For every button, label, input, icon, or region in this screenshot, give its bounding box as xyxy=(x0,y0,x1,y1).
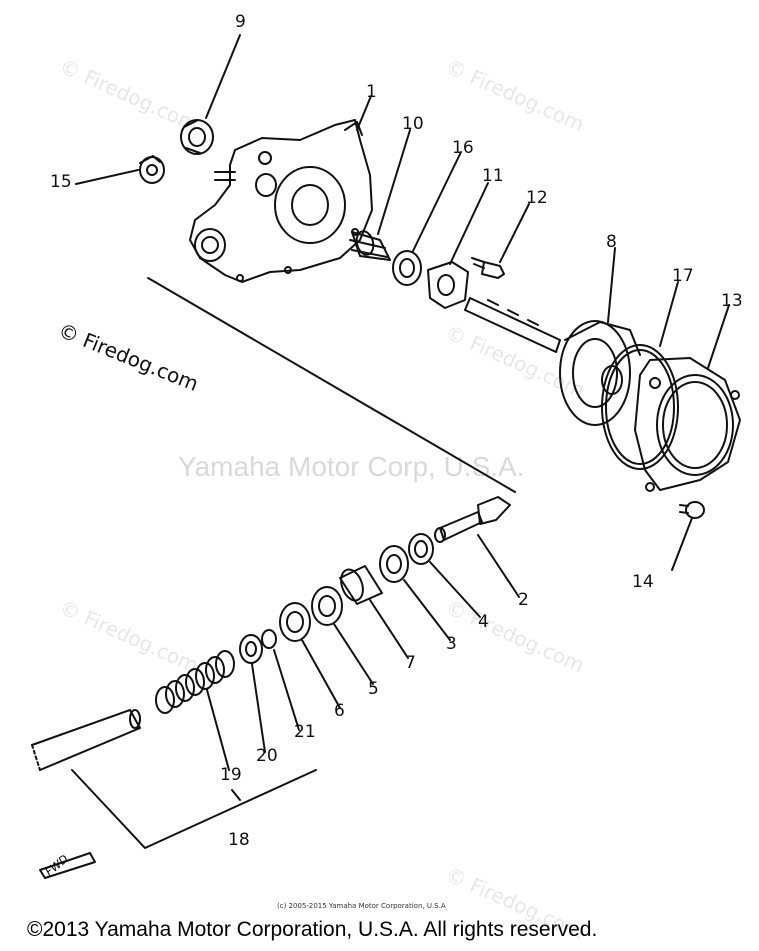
leader-9 xyxy=(205,34,241,119)
leader-1 xyxy=(356,95,372,131)
leader-8 xyxy=(607,247,616,323)
part-6-bearing xyxy=(279,602,311,642)
leader-13 xyxy=(707,304,730,369)
part-9-seal xyxy=(180,119,214,155)
leader-3 xyxy=(403,579,451,641)
leader-6 xyxy=(301,639,341,709)
leader-19 xyxy=(206,689,230,771)
part-17-gasket xyxy=(601,344,679,470)
part-7-bushing xyxy=(339,565,383,605)
callout-3: 3 xyxy=(446,634,457,654)
part-15-collar xyxy=(139,155,165,184)
leader-10 xyxy=(377,129,411,235)
assembly-bracket-line xyxy=(154,281,516,493)
callout-10: 10 xyxy=(402,114,424,134)
assembly-bracket-18 xyxy=(71,769,317,849)
part-3-bearing xyxy=(379,545,409,583)
part-11-plate xyxy=(427,261,469,309)
leader-21 xyxy=(273,649,300,731)
fwd-arrow xyxy=(39,852,96,879)
leader-4 xyxy=(429,561,481,618)
part-1-housing xyxy=(189,119,373,283)
leader-5 xyxy=(333,623,374,685)
callout-2: 2 xyxy=(518,590,529,610)
leader-14 xyxy=(671,517,693,571)
callout-5: 5 xyxy=(368,679,379,699)
callout-15: 15 xyxy=(50,172,72,192)
callout-12: 12 xyxy=(526,188,548,208)
leader-17 xyxy=(659,281,679,347)
part-19-spring xyxy=(155,650,235,714)
leader-2 xyxy=(477,534,520,598)
leader-15 xyxy=(75,169,139,185)
part-8-gear-shaft xyxy=(464,297,641,426)
leader-20 xyxy=(251,663,266,753)
callout-14: 14 xyxy=(632,572,654,592)
drive-shaft xyxy=(31,709,141,771)
part-14-screw xyxy=(679,501,705,519)
part-4-washer xyxy=(408,533,434,565)
callout-21: 21 xyxy=(294,722,316,742)
part-2-drive-gear xyxy=(434,496,511,543)
callout-18: 18 xyxy=(228,830,250,850)
callout-11: 11 xyxy=(482,166,504,186)
leader-12 xyxy=(499,203,530,263)
callout-1: 1 xyxy=(366,82,377,102)
part-21-clip xyxy=(261,629,277,649)
callout-8: 8 xyxy=(606,232,617,252)
leader-11 xyxy=(449,182,489,265)
part-12-screw xyxy=(471,257,505,279)
callout-4: 4 xyxy=(478,612,489,632)
callout-6: 6 xyxy=(334,701,345,721)
part-10-bushing xyxy=(349,230,391,261)
leader-16 xyxy=(412,151,462,252)
part-16-bearing xyxy=(392,250,422,286)
callout-20: 20 xyxy=(256,746,278,766)
leader-7 xyxy=(369,599,409,659)
callout-13: 13 xyxy=(721,291,743,311)
callout-9: 9 xyxy=(235,12,246,32)
callout-7: 7 xyxy=(405,653,416,673)
yamaha-watermark: Yamaha Motor Corp, U.S.A. xyxy=(178,451,525,482)
copyright-footer: ©2013 Yamaha Motor Corporation, U.S.A. A… xyxy=(27,918,598,941)
part-20-washer xyxy=(239,634,263,664)
callout-16: 16 xyxy=(452,138,474,158)
callout-17: 17 xyxy=(672,266,694,286)
copyright-small: (c) 2005-2015 Yamaha Motor Corporation, … xyxy=(277,902,446,910)
part-5-bearing xyxy=(311,586,343,626)
part-13-cover xyxy=(634,357,741,492)
callout-19: 19 xyxy=(220,765,242,785)
